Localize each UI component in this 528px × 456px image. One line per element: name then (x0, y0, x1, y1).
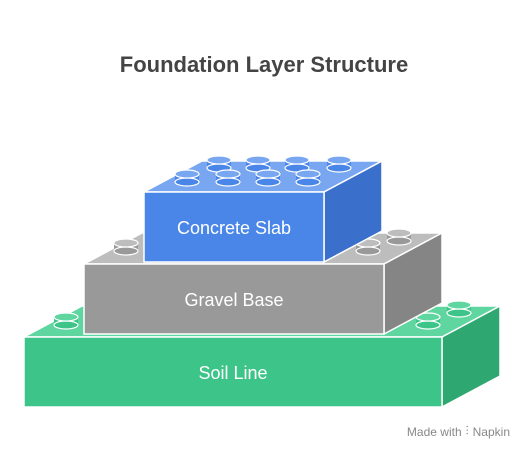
slab-stud (206, 155, 232, 173)
soil-line-label: Soil Line (198, 363, 267, 383)
slab-stud (215, 169, 241, 187)
slab-stud (284, 155, 310, 173)
credit-prefix: Made with (406, 424, 462, 439)
soil-stud (446, 300, 472, 318)
napkin-logo-icon: ⫶ (465, 424, 469, 438)
slab-stud (326, 155, 352, 173)
concrete-slab-block: Concrete Slab (143, 155, 383, 264)
diagram-title: Foundation Layer Structure (119, 52, 409, 77)
credit-brand: Napkin (472, 424, 510, 439)
slab-stud (174, 169, 200, 187)
slab-stud (295, 169, 321, 187)
gravel-stud (113, 238, 139, 256)
gravel-base-label: Gravel Base (184, 290, 283, 310)
slab-stud (255, 169, 281, 187)
napkin-credit[interactable]: Made with ⫶ Napkin (407, 424, 510, 439)
concrete-slab-label: Concrete Slab (177, 218, 291, 238)
gravel-stud (386, 228, 412, 246)
soil-stud (53, 312, 79, 330)
